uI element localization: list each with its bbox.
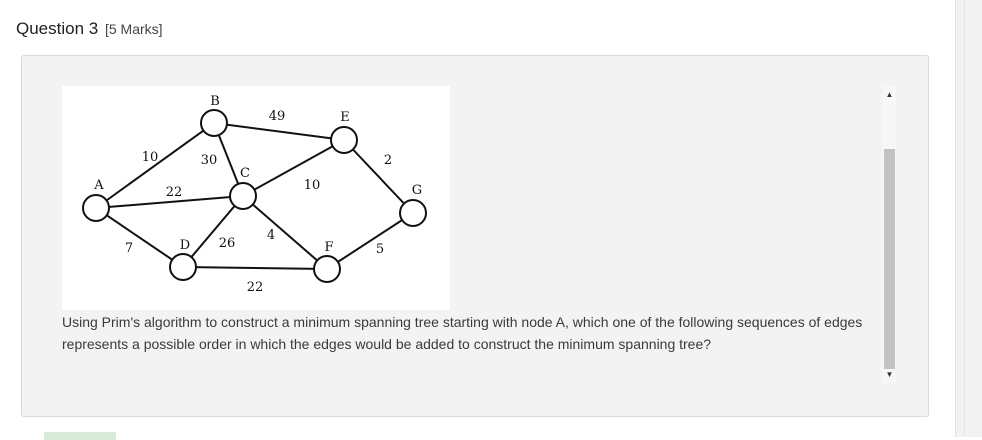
node-B (200, 109, 228, 137)
node-E (330, 126, 358, 154)
panel-scrollbar[interactable]: ▲ ▼ (883, 86, 896, 384)
edge-weight-A-D: 7 (125, 241, 133, 256)
node-D (169, 253, 197, 281)
node-label-F: F (324, 240, 333, 255)
node-label-C: C (240, 166, 250, 181)
question-title: Question 3 (16, 19, 99, 38)
edge-C-E (242, 139, 345, 197)
node-C (229, 182, 257, 210)
node-label-G: G (412, 183, 422, 198)
node-A (82, 194, 110, 222)
scroll-up-arrow-icon[interactable]: ▲ (885, 90, 894, 99)
node-label-D: D (180, 238, 190, 253)
edge-weight-D-F: 22 (247, 280, 264, 295)
edge-A-C (95, 195, 244, 209)
edge-weight-A-C: 22 (166, 185, 183, 200)
edge-weight-E-G: 2 (384, 153, 392, 168)
edge-A-B (95, 122, 215, 209)
question-header: Question 3 [5 Marks] (16, 19, 163, 39)
edge-F-G (326, 212, 414, 270)
edge-weight-B-C: 30 (201, 153, 218, 168)
node-label-B: B (210, 94, 220, 109)
edge-A-D (95, 207, 184, 268)
scroll-thumb[interactable] (884, 149, 895, 369)
edge-weight-F-G: 5 (376, 242, 384, 257)
node-label-A: A (93, 178, 104, 193)
edge-weight-C-D: 26 (219, 236, 236, 251)
edge-C-D (182, 195, 244, 268)
gutter-divider (964, 0, 965, 437)
node-G (399, 199, 427, 227)
edge-E-G (343, 139, 414, 214)
question-marks: [5 Marks] (104, 21, 163, 37)
node-label-E: E (340, 110, 350, 125)
edge-weight-A-B: 10 (142, 150, 159, 165)
edge-weight-B-E: 49 (269, 109, 286, 124)
question-text: Using Prim's algorithm to construct a mi… (62, 314, 863, 352)
right-gutter (955, 0, 982, 437)
node-F (313, 255, 341, 283)
answer-button[interactable] (44, 432, 116, 440)
edge-C-F (242, 195, 328, 270)
scroll-down-arrow-icon[interactable]: ▼ (885, 370, 894, 379)
edge-weight-C-E: 10 (304, 178, 321, 193)
edge-weight-C-F: 4 (267, 228, 275, 243)
edge-B-E (213, 122, 345, 141)
edge-D-F (182, 266, 328, 270)
